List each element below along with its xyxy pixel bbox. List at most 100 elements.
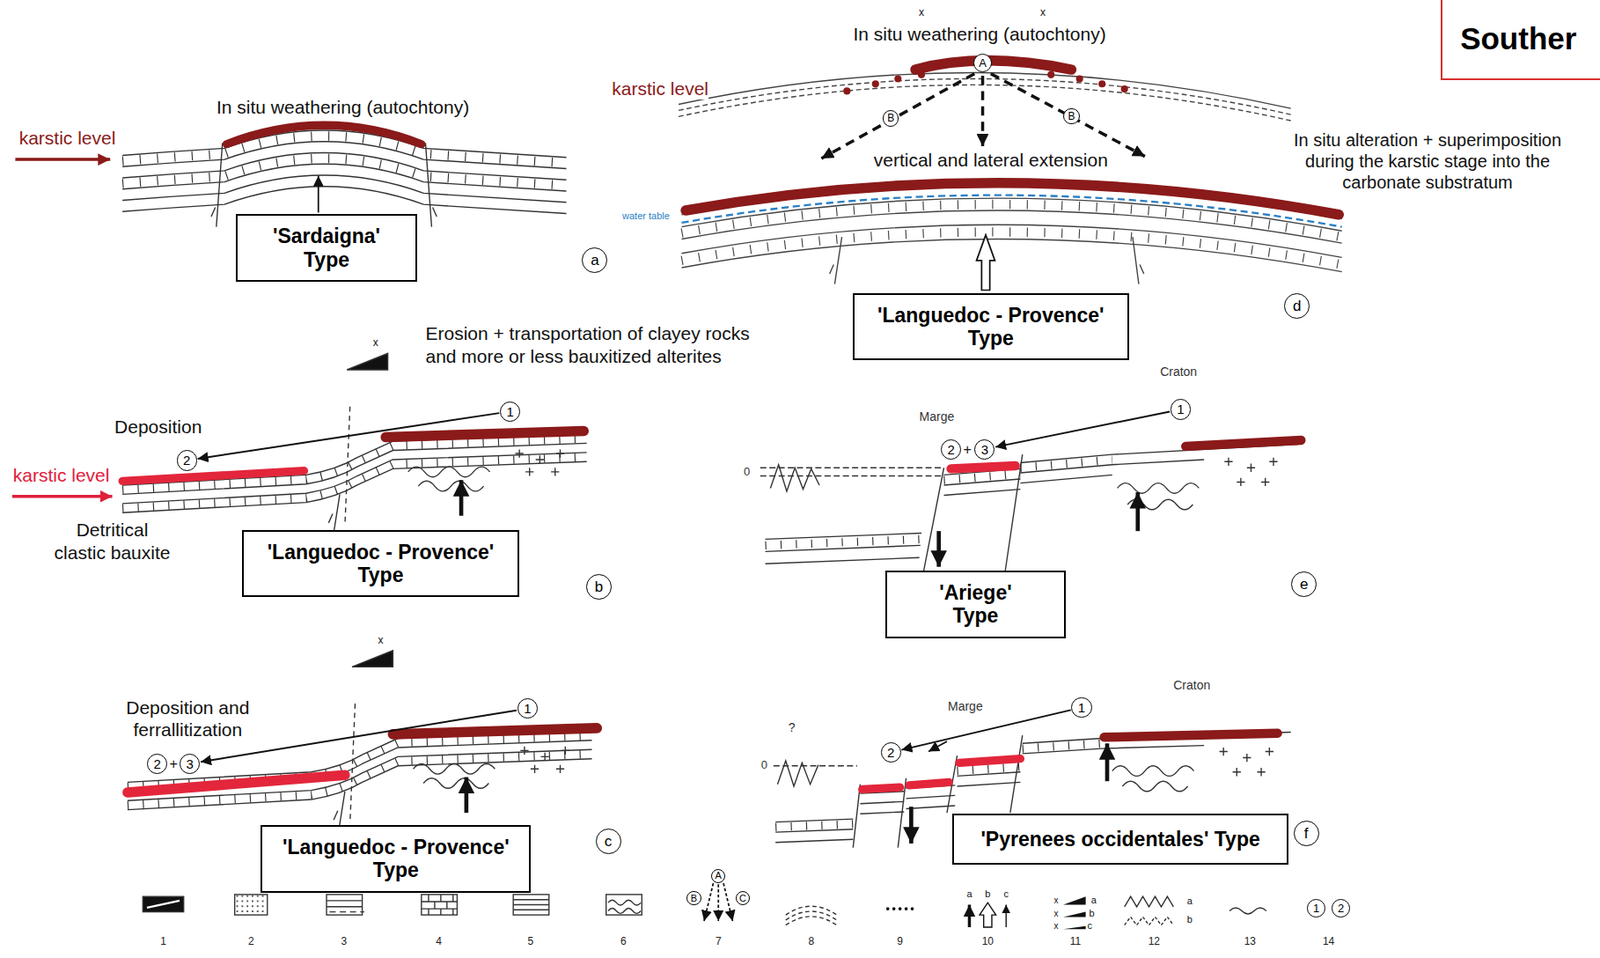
node-text: b xyxy=(594,579,603,595)
query-mark: ? xyxy=(788,719,796,735)
legend-number: 8 xyxy=(807,934,815,947)
legend-symbols xyxy=(785,916,837,925)
legend-symbols xyxy=(898,906,903,911)
node-text: 'Languedoc - Provence' Type xyxy=(867,303,1115,351)
bauxite-dots xyxy=(872,80,880,88)
legend-symbols xyxy=(146,900,180,908)
section-e-strata xyxy=(1224,457,1278,486)
legend-symbols xyxy=(606,894,643,915)
section-f-strata xyxy=(1022,732,1292,744)
legend-symbols xyxy=(1063,895,1087,904)
place-label: Craton xyxy=(1159,364,1197,380)
legend-marker: C xyxy=(735,890,750,905)
legend-letter: c xyxy=(1087,919,1094,932)
section-f-strata xyxy=(946,734,1023,813)
bauxite-clastic xyxy=(122,470,304,482)
panel-letter: a xyxy=(581,247,608,273)
node-text: 2 xyxy=(153,756,161,771)
legend-symbols xyxy=(886,906,915,911)
water-table-line xyxy=(682,195,1343,228)
section-d-strata xyxy=(678,73,1343,285)
type-box: 'Languedoc - Provence' Type xyxy=(260,824,531,893)
legend-marker: A xyxy=(711,868,726,883)
type-box: 'Pyrenees occidentales' Type xyxy=(952,813,1290,865)
type-box: 'Ariege' Type xyxy=(885,570,1066,639)
section-f-strata xyxy=(1022,742,1102,749)
legend-symbols xyxy=(608,899,641,913)
legend-number: 12 xyxy=(1148,934,1160,947)
annotation: Deposition and ferrallitization xyxy=(110,696,265,741)
section-title-box: Souther xyxy=(1440,0,1600,81)
legend-symbols xyxy=(1229,907,1267,914)
legend-symbols xyxy=(704,882,733,921)
legend-number: 13 xyxy=(1244,934,1256,947)
section-b-strata xyxy=(346,352,388,370)
node-text: 'Sardaigna' Type xyxy=(260,224,393,272)
legend-symbols xyxy=(421,894,458,915)
legend-symbols xyxy=(785,910,837,920)
node-text: 2 xyxy=(887,745,895,759)
section-d-strata xyxy=(682,204,1343,237)
legend-symbols xyxy=(910,906,915,911)
node-text: 1 xyxy=(1078,700,1086,714)
section-a-strata xyxy=(122,158,566,186)
step-number: 2 xyxy=(940,439,962,460)
section-e-strata xyxy=(936,530,941,567)
section-b-strata xyxy=(515,448,566,476)
bauxite-dots xyxy=(843,87,851,95)
legend-number: 10 xyxy=(982,934,994,947)
karst-level-label: karstic level xyxy=(611,77,709,100)
section-b-strata xyxy=(122,438,588,490)
legend-letter: c xyxy=(1003,888,1009,900)
bauxite-clastic xyxy=(862,786,901,789)
section-b-strata xyxy=(418,480,484,492)
extension-arrows xyxy=(821,73,1145,159)
section-f-strata xyxy=(777,760,818,786)
legend-symbols xyxy=(886,906,890,911)
legend-letter: x xyxy=(1054,920,1059,932)
tilt-mark: x xyxy=(377,633,383,646)
step-number: 1 xyxy=(1071,697,1092,718)
section-e-strata xyxy=(1020,459,1204,473)
karst-level-arrow xyxy=(12,494,113,498)
legend-number: 1 xyxy=(160,934,167,947)
bauxite-karst-cover xyxy=(685,183,1339,215)
karst-level-arrow xyxy=(14,157,111,161)
legend-number: 9 xyxy=(896,934,903,947)
node-text: e xyxy=(1299,576,1308,592)
section-f-strata xyxy=(1105,742,1110,781)
node-text: 'Pyrenees occidentales' Type xyxy=(980,827,1260,851)
node-text: c xyxy=(604,833,613,849)
bauxite-dots xyxy=(1076,74,1084,82)
section-b-strata xyxy=(328,493,340,533)
panel-letter: c xyxy=(595,828,622,854)
annotation: In situ weathering (autochtony) xyxy=(852,22,1106,45)
bauxite-dots xyxy=(1047,71,1055,79)
bauxite-clastic xyxy=(127,774,345,793)
point-marker: B xyxy=(882,110,900,127)
sea-level-mark: 0 xyxy=(761,757,768,772)
legend-symbols xyxy=(142,895,184,911)
bauxite-autochthonous xyxy=(1104,733,1278,738)
section-e-strata xyxy=(760,444,1299,573)
annotation: vertical and lateral extension xyxy=(873,148,1109,171)
legend-number: 4 xyxy=(435,934,442,947)
plus-sign: + xyxy=(962,440,971,458)
node-text: B xyxy=(887,112,895,124)
node-text: d xyxy=(1292,298,1301,314)
node-text: A xyxy=(715,870,722,881)
section-b-strata xyxy=(459,479,464,516)
bauxite-dots xyxy=(894,74,902,82)
type-box: 'Sardaigna' Type xyxy=(235,213,418,282)
bauxite-autochthonous xyxy=(226,124,421,144)
legend-number: 5 xyxy=(528,934,535,947)
legend-letter: a xyxy=(1091,894,1097,906)
step-number: 2 xyxy=(880,741,902,763)
bauxite-clastic xyxy=(909,781,949,785)
tilt-mark: x xyxy=(918,6,925,19)
section-f-strata xyxy=(1112,765,1195,777)
legend-symbols xyxy=(968,903,971,927)
legend-symbols xyxy=(1063,911,1087,918)
section-e-strata xyxy=(760,467,945,476)
